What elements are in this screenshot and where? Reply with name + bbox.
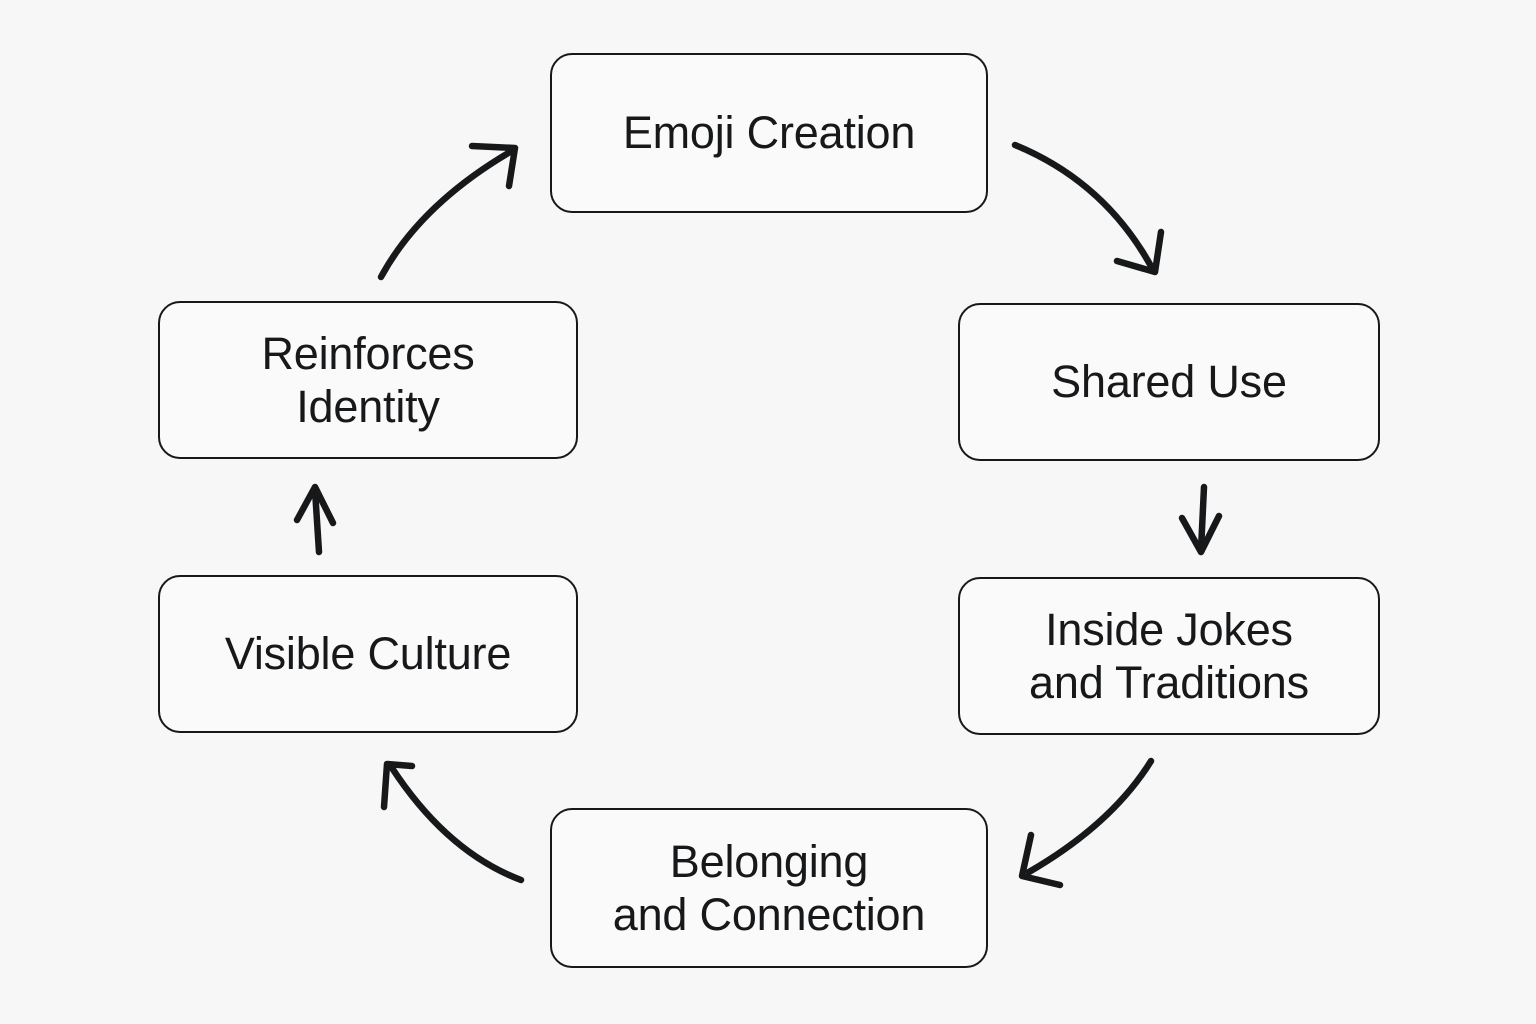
- node-inside-jokes[interactable]: Inside Jokes and Traditions: [958, 577, 1380, 735]
- arrow-reinforces-identity-to-emoji-creation: [377, 142, 519, 281]
- arrow-visible-culture-to-reinforces-identity: [293, 483, 337, 556]
- arrow-shared-use-to-inside-jokes: [1178, 483, 1223, 556]
- node-emoji-creation[interactable]: Emoji Creation: [550, 53, 988, 213]
- node-label-shared-use: Shared Use: [1051, 356, 1287, 408]
- arrow-emoji-creation-to-shared-use: [1011, 141, 1165, 276]
- node-shared-use[interactable]: Shared Use: [958, 303, 1380, 461]
- node-label-inside-jokes: Inside Jokes and Traditions: [1029, 603, 1309, 708]
- node-visible-culture[interactable]: Visible Culture: [158, 575, 578, 733]
- node-label-visible-culture: Visible Culture: [224, 628, 512, 680]
- arrow-belonging-to-visible-culture: [380, 760, 525, 884]
- node-label-reinforces-identity: Reinforces Identity: [261, 327, 475, 432]
- node-label-belonging-connection: Belonging and Connection: [612, 835, 926, 940]
- node-label-emoji-creation: Emoji Creation: [622, 107, 916, 159]
- node-reinforces-identity[interactable]: Reinforces Identity: [158, 301, 578, 459]
- node-belonging-connection[interactable]: Belonging and Connection: [550, 808, 988, 968]
- arrow-inside-jokes-to-belonging: [1018, 757, 1155, 889]
